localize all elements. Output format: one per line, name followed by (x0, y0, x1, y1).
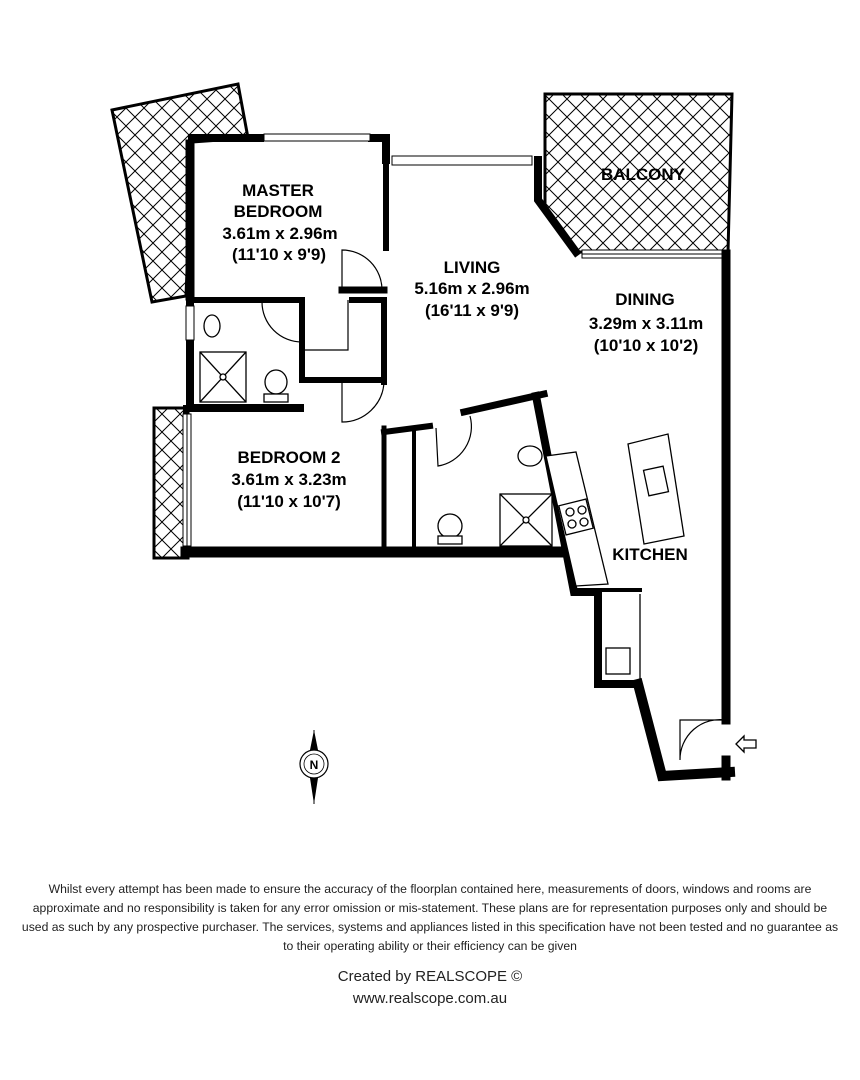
bathroom-fixtures (199, 314, 553, 547)
disclaimer-text: Whilst every attempt has been made to en… (21, 882, 839, 953)
dining-dims-ft: (10'10 x 10'2) (594, 336, 699, 355)
entry-arrow-icon (735, 734, 757, 754)
master-bedroom-dims-ft: (11'10 x 9'9) (232, 245, 326, 264)
island-sink (642, 465, 670, 497)
windows (182, 133, 723, 547)
balcony-name: BALCONY (601, 165, 686, 184)
dining-name: DINING (615, 290, 675, 309)
living-dims-m: 5.16m x 2.96m (414, 279, 529, 298)
living-dims-ft: (16'11 x 9'9) (425, 301, 519, 320)
kitchen-fixtures (545, 433, 685, 680)
laundry-sink (605, 647, 631, 675)
bedroom2-name: BEDROOM 2 (238, 448, 341, 467)
floor-plan: N MASTER BEDROOM 3.61m x 2.96m (11'10 x … (110, 82, 757, 804)
terrace-lower-left (152, 406, 190, 560)
north-compass-icon: N (299, 730, 329, 804)
master-bedroom-dims-m: 3.61m x 2.96m (222, 224, 337, 243)
basin-1 (203, 314, 221, 338)
master-bedroom-name-2: BEDROOM (234, 202, 323, 221)
toilet-1 (264, 369, 288, 395)
basin-2 (517, 445, 543, 467)
door-swings (261, 249, 727, 761)
room-labels: MASTER BEDROOM 3.61m x 2.96m (11'10 x 9'… (222, 165, 703, 564)
bedroom2-dims-m: 3.61m x 3.23m (231, 470, 346, 489)
website-link[interactable]: www.realscope.com.au (352, 990, 508, 1007)
compass-letter: N (310, 758, 319, 772)
living-name: LIVING (444, 258, 501, 277)
terrace-upper-left (110, 82, 250, 304)
toilet-2 (437, 513, 463, 539)
master-bedroom-name-1: MASTER (242, 181, 314, 200)
bedroom2-dims-ft: (11'10 x 10'7) (237, 492, 341, 511)
created-by-text: Created by REALSCOPE © (337, 968, 523, 985)
dining-dims-m: 3.29m x 3.11m (589, 314, 703, 333)
kitchen-name: KITCHEN (612, 545, 688, 564)
credits: Created by REALSCOPE © www.realscope.com… (0, 966, 860, 1010)
